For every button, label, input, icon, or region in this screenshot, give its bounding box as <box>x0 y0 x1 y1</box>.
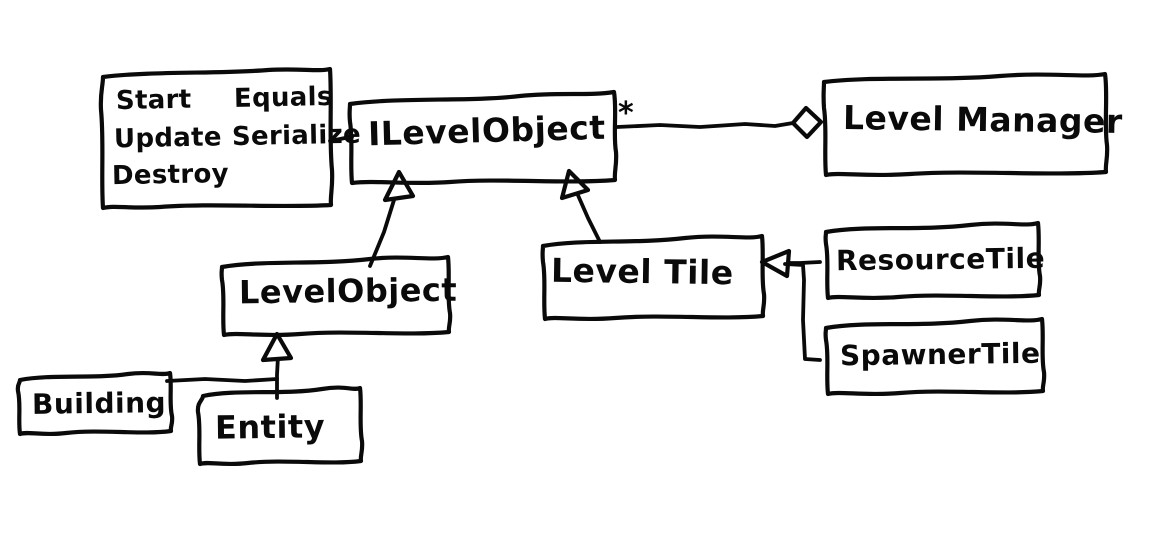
methods-note-box <box>98 66 335 211</box>
spawnertile-box <box>823 316 1047 397</box>
realization-arrowhead-leveltile <box>559 168 591 201</box>
methods-note-cell-left: Start <box>115 84 192 117</box>
methods-note-cell-right: Serialize <box>231 119 362 153</box>
methods-note-row-0: Start Equals <box>116 82 333 116</box>
levelobject-box <box>219 254 453 338</box>
resourcetile-box <box>823 220 1043 301</box>
levelmanager-box <box>821 71 1110 178</box>
realization-arrowhead-levelobject <box>382 169 416 203</box>
multiplicity-label: * <box>618 96 634 131</box>
ilevelobject-box <box>347 89 619 186</box>
edge-building-to-levelobject <box>165 377 279 383</box>
methods-note-cell-left: Destroy <box>111 158 230 192</box>
edge-spawnertile-to-leveltile <box>783 262 822 362</box>
aggregation-diamond-icon <box>790 105 824 140</box>
leveltile-box <box>540 233 767 322</box>
methods-note-cell-right: Equals <box>233 81 333 114</box>
methods-note-row-2: Destroy <box>112 159 231 191</box>
generalization-arrowhead-levelobject <box>260 331 294 363</box>
methods-note-cell-left: Update <box>113 122 223 155</box>
edge-ilevelobject-to-levelmanager <box>615 121 795 129</box>
methods-note-row-1: Update Serialize <box>114 120 361 155</box>
building-box <box>15 370 175 437</box>
entity-box <box>195 385 365 467</box>
